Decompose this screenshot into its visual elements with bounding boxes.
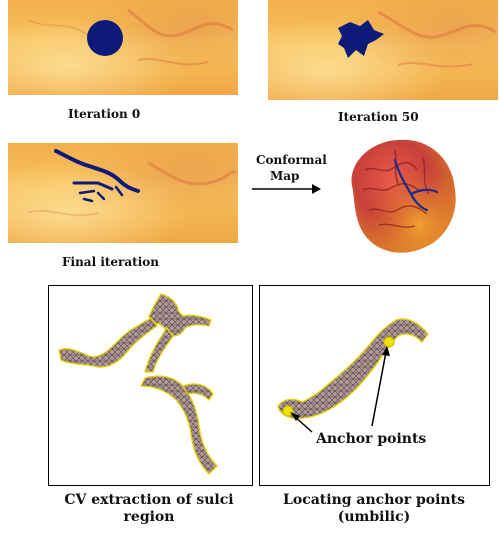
sulcus-branch-left (59, 318, 157, 367)
anchor-point-1 (283, 406, 293, 416)
anchor-mesh-image (260, 286, 489, 485)
flatmap-iteration-0-image (8, 0, 238, 95)
anchor-points-label: Anchor points (316, 431, 426, 448)
conformal-label-line1: Conformal (256, 153, 327, 167)
flatmap-final-iteration (8, 143, 238, 243)
initial-contour (87, 20, 123, 56)
sulci-mesh-image (49, 286, 252, 485)
conformal-label-line2: Map (270, 169, 299, 183)
sulci-caption: CV extraction of sulci region (36, 492, 262, 526)
flatmap-final-image (8, 143, 238, 243)
sulci-caption-line1: CV extraction of sulci (36, 492, 262, 509)
iteration-50-label: Iteration 50 (338, 110, 419, 124)
sulci-caption-line2: region (36, 509, 262, 526)
sulcus-branch-middle (145, 328, 173, 372)
conformal-arrow (250, 182, 322, 196)
anchor-caption: Locating anchor points (umbilic) (250, 492, 498, 526)
sulci-extraction-panel (48, 285, 253, 486)
final-iteration-label: Final iteration (62, 255, 159, 269)
anchor-point-2 (384, 337, 394, 347)
anchor-caption-line2: (umbilic) (250, 509, 498, 526)
brain-surface (335, 130, 465, 260)
evolving-contour (338, 20, 384, 58)
anchor-points-panel: Anchor points (259, 285, 490, 486)
final-contour (56, 151, 138, 201)
sulcus-branch-top (149, 294, 211, 336)
flatmap-iteration-50 (268, 0, 498, 100)
anchor-caption-line1: Locating anchor points (250, 492, 498, 509)
flatmap-iteration-0 (8, 0, 238, 95)
iteration-0-label: Iteration 0 (68, 107, 140, 121)
anchor-sulcus-mesh (278, 319, 428, 419)
flatmap-iteration-50-image (268, 0, 498, 100)
